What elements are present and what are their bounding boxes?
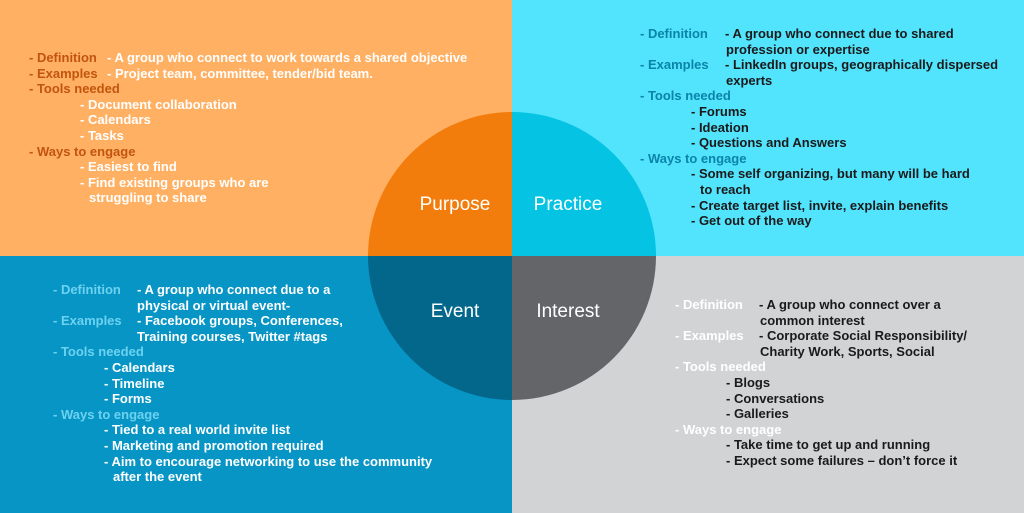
purpose-definition-text: - A group who connect to work towards a … bbox=[107, 50, 468, 65]
interest-details: - Definition - A group who connect over a… bbox=[675, 297, 967, 469]
event-tool-item: - Calendars bbox=[104, 359, 175, 375]
interest-definition-text: - A group who connect over a bbox=[759, 297, 941, 312]
purpose-segment bbox=[368, 112, 512, 256]
purpose-examples-heading: - Examples bbox=[29, 65, 98, 81]
practice-definition-heading: - Definition bbox=[640, 26, 708, 41]
practice-tool-item: - Questions and Answers bbox=[691, 135, 847, 151]
interest-definition-heading: - Definition bbox=[675, 297, 743, 312]
practice-examples-text: - LinkedIn groups, geographically disper… bbox=[725, 57, 999, 73]
purpose-ways-heading: - Ways to engage bbox=[29, 143, 136, 159]
event-ways-heading: - Ways to engage bbox=[53, 406, 160, 422]
practice-label: Practice bbox=[534, 194, 603, 215]
practice-way-item: - Create target list, invite, explain be… bbox=[691, 197, 949, 213]
practice-tool-item: - Ideation bbox=[691, 119, 749, 135]
interest-tool-item: - Galleries bbox=[726, 406, 789, 422]
interest-way-item: - Expect some failures – don’t force it bbox=[726, 452, 958, 468]
event-examples-cont: Training courses, Twitter #tags bbox=[137, 328, 328, 344]
practice-way-item: - Some self organizing, but many will be… bbox=[640, 166, 998, 197]
interest-examples-cont: Charity Work, Sports, Social bbox=[760, 343, 935, 359]
purpose-tool-item: - Document collaboration bbox=[80, 96, 237, 112]
purpose-definition-heading: - Definition bbox=[29, 50, 97, 65]
practice-examples-cont: experts bbox=[726, 72, 773, 88]
event-label: Event bbox=[431, 301, 480, 322]
purpose-tools-heading: - Tools needed bbox=[29, 81, 120, 97]
practice-definition-cont: profession or expertise bbox=[726, 41, 870, 57]
event-way-item: - Tied to a real world invite list bbox=[104, 422, 291, 438]
practice-way-item-cont: to reach bbox=[700, 181, 751, 197]
interest-tool-item: - Blogs bbox=[726, 374, 771, 390]
event-definition-heading: - Definition bbox=[53, 282, 121, 297]
practice-examples-heading: - Examples bbox=[640, 57, 709, 73]
interest-ways-heading: - Ways to engage bbox=[675, 421, 782, 437]
interest-examples-heading: - Examples bbox=[675, 328, 744, 344]
event-examples-text: - Facebook groups, Conferences, bbox=[137, 313, 343, 329]
interest-tool-item: - Conversations bbox=[726, 390, 825, 406]
practice-details: - Definition - A group who connect due to… bbox=[640, 26, 998, 229]
purpose-label: Purpose bbox=[420, 194, 491, 215]
event-way-item: - Aim to encourage networking to use the… bbox=[104, 453, 433, 485]
interest-way-item: - Take time to get up and running bbox=[726, 437, 931, 453]
event-tool-item: - Forms bbox=[104, 391, 152, 407]
event-tools-heading: - Tools needed bbox=[53, 344, 144, 360]
purpose-tool-item: - Calendars bbox=[80, 112, 151, 128]
event-way-item: - Marketing and promotion required bbox=[104, 437, 324, 453]
event-examples-heading: - Examples bbox=[53, 313, 122, 329]
interest-examples-text: - Corporate Social Responsibility/ bbox=[759, 328, 968, 344]
practice-segment bbox=[512, 112, 656, 256]
practice-ways-heading: - Ways to engage bbox=[640, 150, 747, 166]
practice-definition-text: - A group who connect due to shared bbox=[725, 26, 954, 41]
interest-definition-cont: common interest bbox=[760, 312, 865, 328]
practice-way-item: - Get out of the way bbox=[691, 213, 812, 229]
interest-segment bbox=[512, 256, 656, 400]
event-details: - Definition - A group who connect due to… bbox=[53, 282, 432, 485]
interest-label: Interest bbox=[536, 301, 600, 322]
interest-tools-heading: - Tools needed bbox=[675, 359, 766, 375]
event-definition-cont: physical or virtual event- bbox=[137, 297, 291, 313]
event-segment bbox=[368, 256, 512, 400]
practice-tool-item: - Forums bbox=[691, 103, 747, 119]
purpose-way-item: - Easiest to find bbox=[80, 159, 177, 175]
event-tool-item: - Timeline bbox=[104, 375, 165, 391]
purpose-tool-item: - Tasks bbox=[80, 127, 124, 143]
purpose-way-item-cont: struggling to share bbox=[89, 190, 207, 206]
purpose-details: - Definition - A group who connect to wor… bbox=[29, 50, 467, 206]
event-way-item-cont: after the event bbox=[113, 469, 202, 485]
event-definition-text: - A group who connect due to a bbox=[137, 282, 331, 297]
practice-tools-heading: - Tools needed bbox=[640, 88, 731, 104]
purpose-examples-text: - Project team, committee, tender/bid te… bbox=[107, 65, 373, 81]
